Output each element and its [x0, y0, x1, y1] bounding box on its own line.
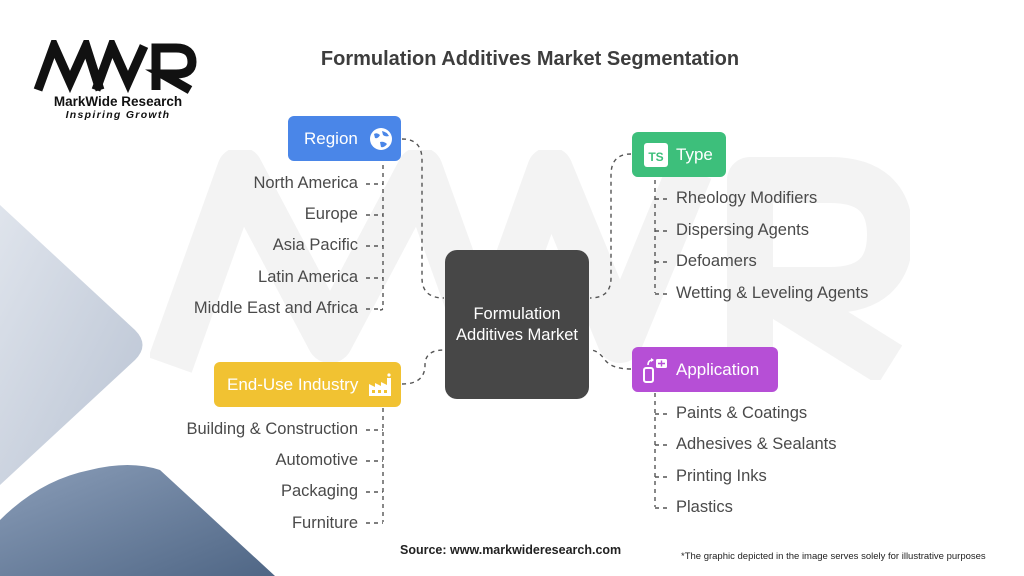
globe-icon	[368, 126, 394, 152]
center-node: Formulation Additives Market	[445, 250, 589, 399]
app-devices-icon	[642, 357, 668, 383]
end-use-item: Automotive	[275, 451, 358, 469]
end-use-item: Building & Construction	[186, 420, 358, 438]
region-item: Middle East and Africa	[193, 299, 358, 317]
end-use-item: Packaging	[280, 482, 358, 500]
region-item: Latin America	[258, 268, 358, 286]
application-item: Adhesives & Sealants	[676, 435, 837, 453]
brand-name: MarkWide Research	[53, 94, 183, 109]
region-item: Europe	[304, 205, 358, 223]
source-text: Source: www.markwideresearch.com	[400, 543, 622, 557]
center-label: Formulation Additives Market	[456, 304, 578, 344]
disclaimer-note: *The graphic depicted in the image serve…	[681, 551, 986, 562]
page-title: Formulation Additives Market Segmentatio…	[320, 48, 740, 70]
application-item: Paints & Coatings	[676, 404, 808, 422]
category-type: TS Type	[632, 132, 726, 177]
ts-icon: TS	[644, 142, 668, 167]
category-region: Region	[288, 116, 401, 161]
region-item: North America	[253, 174, 358, 192]
svg-text:TS: TS	[648, 150, 663, 164]
category-type-label: Type	[676, 144, 713, 164]
type-item: Dispersing Agents	[676, 221, 809, 239]
region-item: Asia Pacific	[272, 236, 358, 254]
category-end-use-label: End-Use Industry	[227, 374, 359, 394]
type-item: Rheology Modifiers	[676, 189, 818, 207]
category-end-use: End-Use Industry	[214, 362, 401, 407]
factory-icon	[367, 372, 393, 398]
type-item: Defoamers	[676, 252, 757, 270]
type-item: Wetting & Leveling Agents	[676, 284, 869, 302]
application-item: Printing Inks	[676, 467, 767, 485]
category-application: Application	[632, 347, 778, 392]
category-application-label: Application	[676, 359, 760, 379]
brand-logo-icon	[33, 40, 197, 94]
application-item: Plastics	[676, 498, 733, 516]
end-use-item: Furniture	[291, 514, 358, 532]
brand-tagline: Inspiring Growth	[65, 109, 171, 121]
category-region-label: Region	[304, 128, 358, 148]
